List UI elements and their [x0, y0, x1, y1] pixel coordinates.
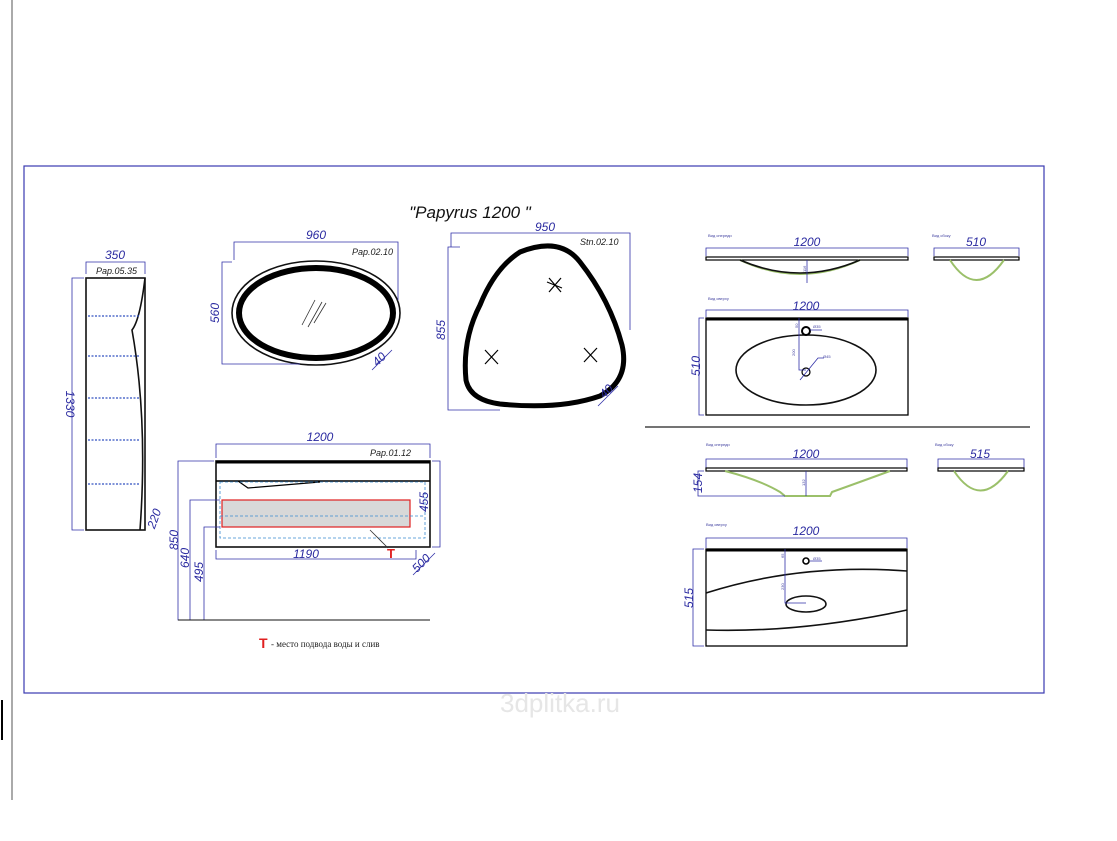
basin-a-top-width: 1200 — [793, 299, 820, 313]
basin-a: Вид спереди Вид сбоку Вид сверху 1200 11… — [689, 233, 1020, 416]
basin-b-front-label: Вид спереди — [706, 442, 730, 447]
drawing-frame — [23, 165, 1045, 694]
basin-a-top-label: Вид сверху — [708, 296, 729, 301]
mirror-oval-width: 960 — [306, 228, 326, 242]
basin-b-front-width: 1200 — [793, 447, 820, 461]
cabinet-code: Pap.05.35 — [96, 266, 138, 276]
stone-mirror: 950 Stn.02.10 855 40 — [434, 220, 631, 411]
basin-a-side-width: 510 — [966, 235, 986, 249]
cabinet-depth: 220 — [144, 507, 164, 532]
basin-a-front-label: Вид спереди — [708, 233, 732, 238]
basin-b-tap-offset: 65 — [780, 553, 785, 558]
mirror-oval-height: 560 — [208, 303, 222, 323]
vanity-h-mid: 640 — [178, 548, 192, 568]
cabinet-width: 350 — [105, 248, 125, 262]
mirror-oval-code: Pap.02.10 — [352, 247, 393, 257]
vanity-code: Pap.01.12 — [370, 448, 411, 458]
basin-a-drain-offset: 200 — [791, 349, 796, 356]
vanity-height: 455 — [417, 492, 431, 512]
basin-b-front-depth: 132 — [801, 479, 806, 486]
mirror-stone-width: 950 — [535, 220, 555, 234]
vanity-depth: 500 — [409, 551, 433, 575]
basin-b: Вид спереди Вид сбоку Вид сверху 1200 15… — [682, 442, 1025, 647]
basin-a-tap-offset: 50 — [794, 323, 799, 328]
basin-b-tap-diam: Ø35 — [813, 556, 821, 561]
cabinet-height: 1330 — [63, 391, 77, 418]
tall-cabinet: 350 Pap.05.35 1330 220 — [63, 248, 164, 531]
basin-b-side-label: Вид сбоку — [935, 442, 954, 447]
basin-a-side-label: Вид сбоку — [932, 233, 951, 238]
mirror-stone-code: Stn.02.10 — [580, 237, 619, 247]
legend: T - место подвода воды и слив — [259, 635, 380, 651]
oval-mirror: 960 Pap.02.10 560 40 — [208, 228, 401, 371]
vanity-h-total: 850 — [167, 530, 181, 550]
vanity-unit: T 1200 Pap.01.12 455 1190 500 850 640 49… — [167, 430, 441, 621]
basin-a-top-depth: 510 — [689, 356, 703, 376]
watermark: 3dplitka.ru — [500, 688, 620, 718]
basin-a-front-depth: 116 — [802, 265, 807, 272]
mirror-stone-height: 855 — [434, 320, 448, 340]
drawing-title: "Papyrus 1200 " — [409, 203, 532, 222]
basin-b-drain-offset: 230 — [780, 583, 785, 590]
basin-a-front-width: 1200 — [794, 235, 821, 249]
legend-text: - место подвода воды и слив — [271, 639, 380, 649]
basin-a-drain-diam: Ø45 — [823, 354, 831, 359]
basin-b-front-height: 154 — [691, 473, 705, 493]
legend-marker: T — [259, 635, 268, 651]
basin-b-top-label: Вид сверху — [706, 522, 727, 527]
water-supply-marker: T — [387, 546, 395, 561]
basin-b-side-width: 515 — [970, 447, 990, 461]
vanity-h-low: 495 — [192, 562, 206, 582]
basin-a-tap-diam: Ø35 — [813, 324, 821, 329]
vanity-width: 1200 — [307, 430, 334, 444]
basin-b-top-depth: 515 — [682, 588, 696, 608]
basin-b-top-width: 1200 — [793, 524, 820, 538]
vanity-inner-width: 1190 — [293, 547, 319, 561]
